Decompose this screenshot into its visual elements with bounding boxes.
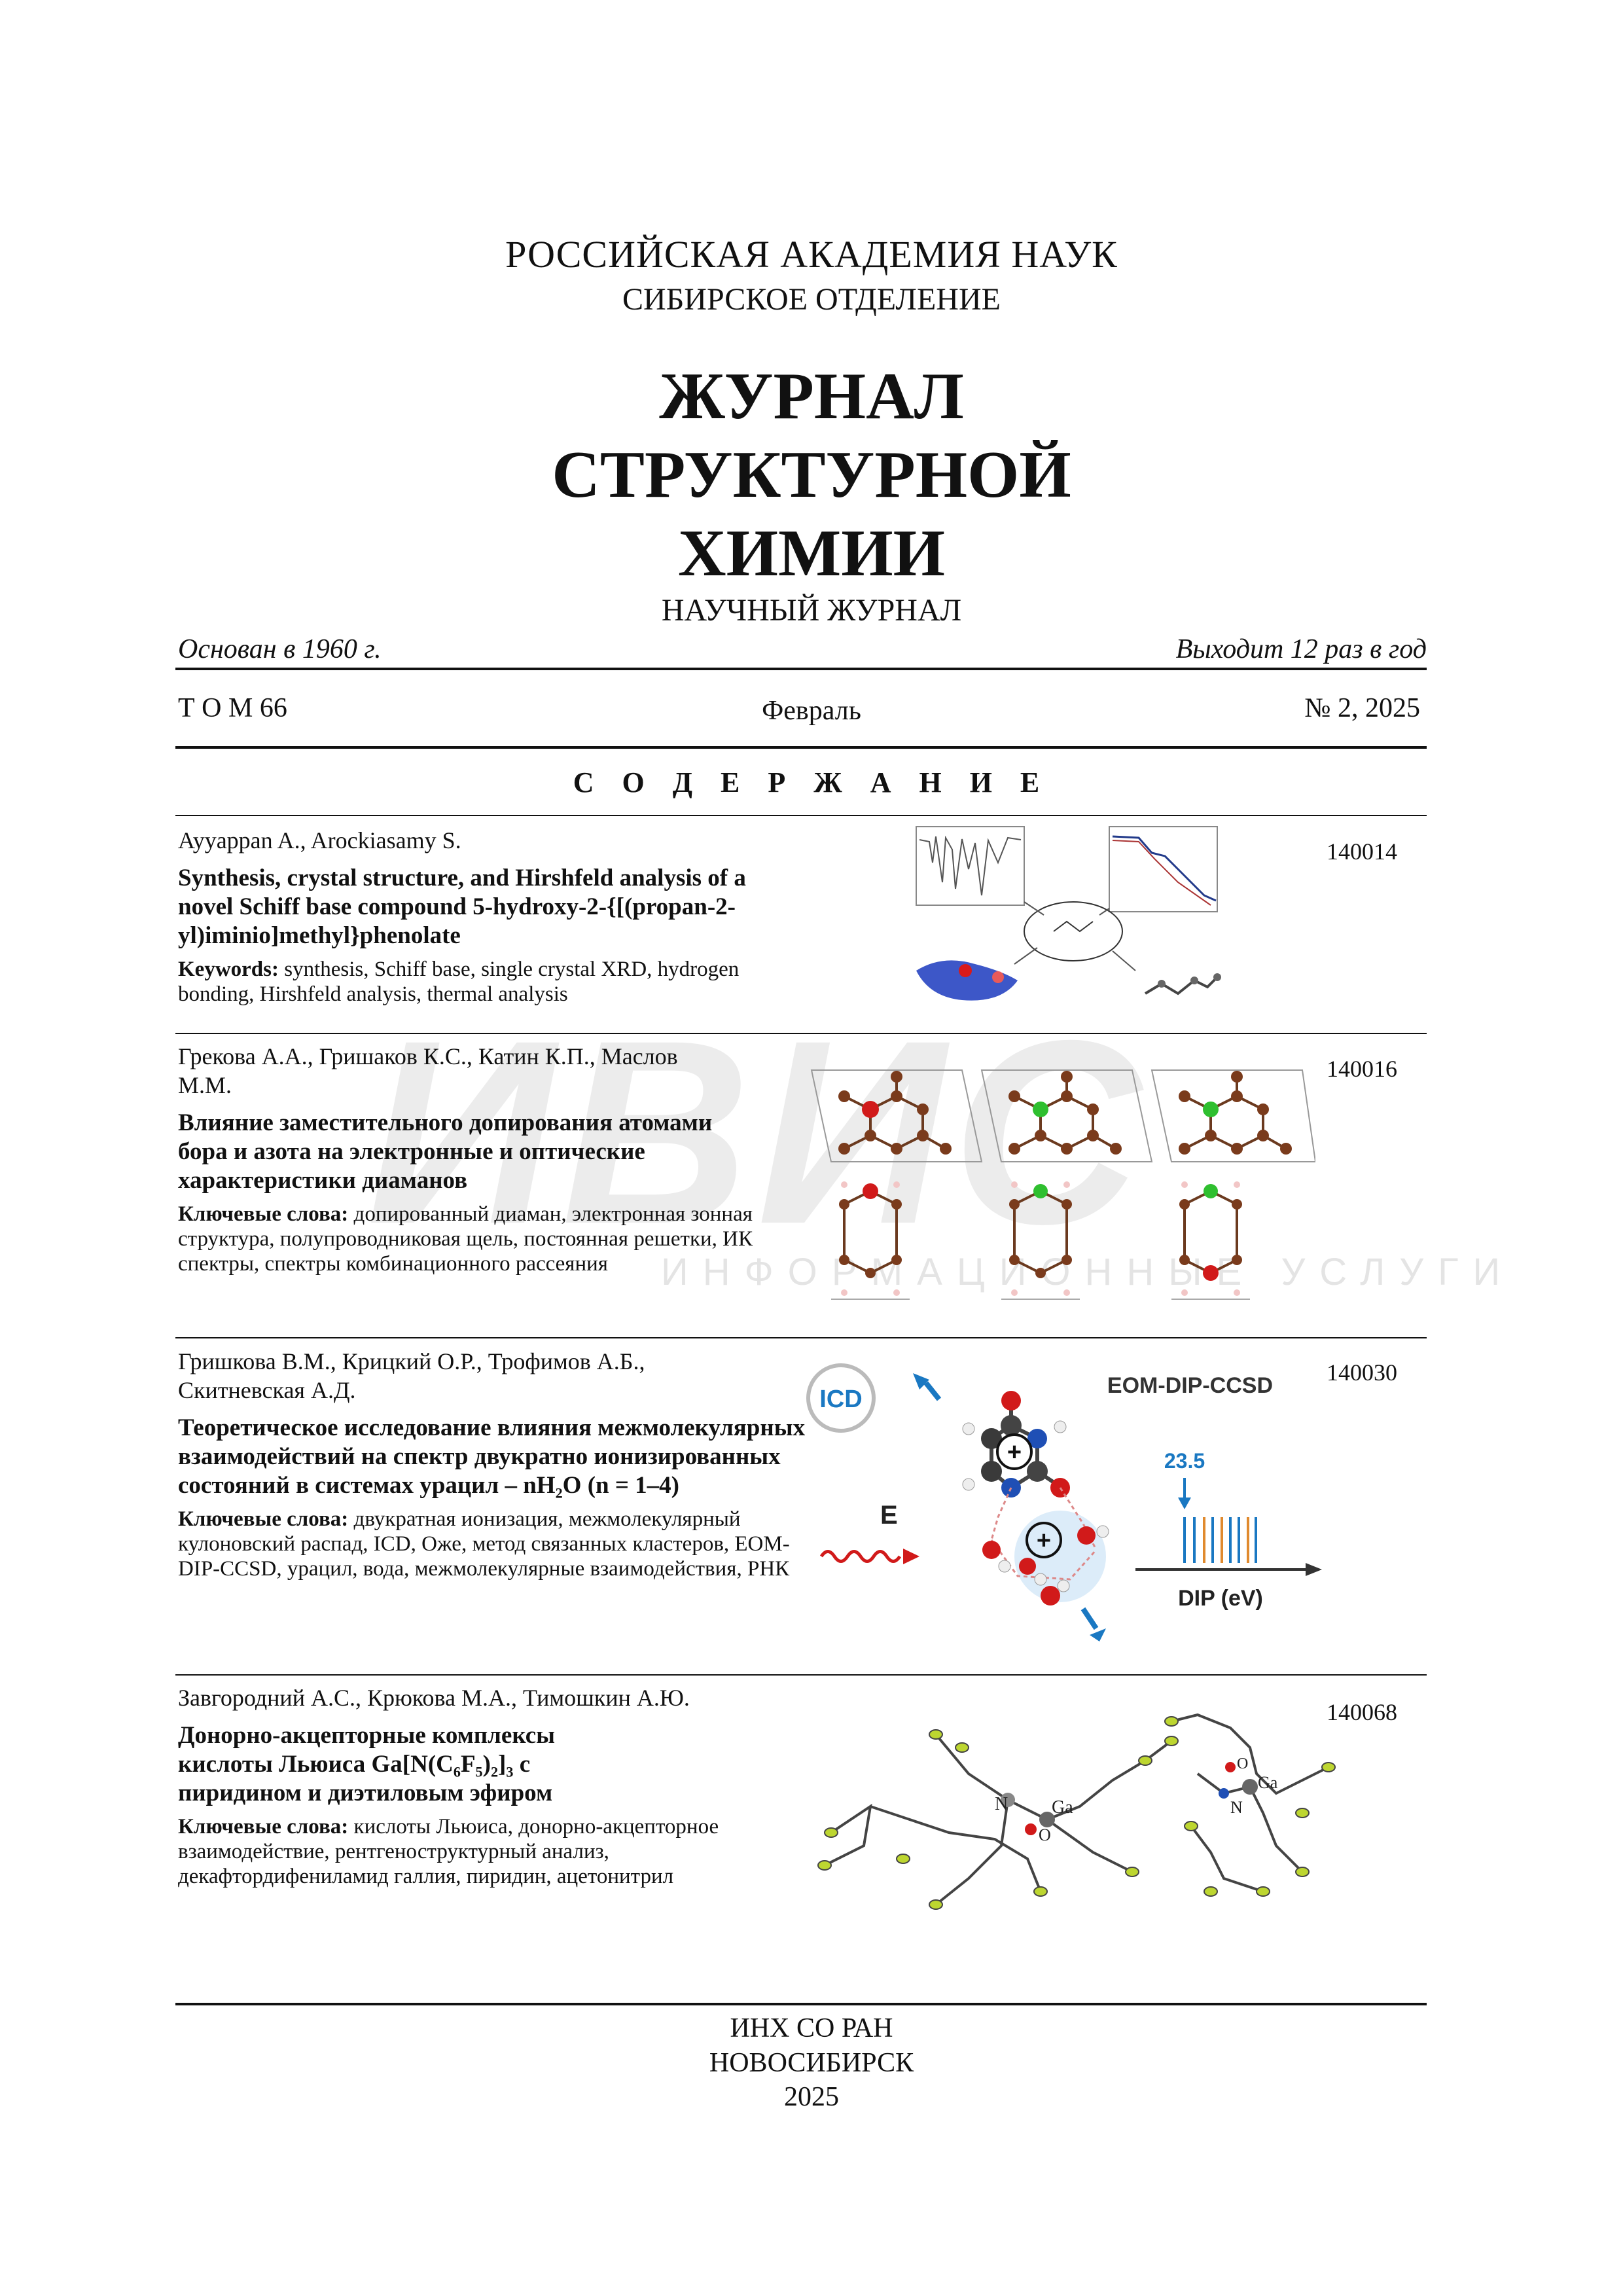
article-2-page: 140016 — [1327, 1056, 1397, 1082]
article-4-title[interactable]: Донорно-акцепторные комплексы кислоты Ль… — [178, 1722, 556, 1806]
article-4-page: 140068 — [1327, 1699, 1397, 1725]
article-2: Грекова А.А., Гришаков К.С., Катин К.П.,… — [178, 1042, 793, 1276]
ga-label-2: Ga — [1258, 1773, 1278, 1792]
rule-2 — [175, 1337, 1427, 1338]
watermark-logo: ИВИС — [366, 986, 1148, 1278]
publication-year: 2025 — [784, 2082, 839, 2112]
article-1-page: 140014 — [1327, 838, 1397, 865]
keywords-label: Ключевые слова: — [178, 1507, 349, 1531]
article-3: Гришкова В.М., Крицкий О.Р., Трофимов А.… — [178, 1347, 805, 1581]
article-4-authors: Завгородний А.С., Крюкова М.А., Тимошкин… — [178, 1685, 690, 1711]
branch-name: СИБИРСКОЕ ОТДЕЛЕНИЕ — [622, 282, 1001, 317]
article-4-graphical-abstract: Ga N O Ga N O — [817, 1713, 1336, 1910]
rule-top — [175, 668, 1427, 670]
article-1-title[interactable]: Synthesis, crystal structure, and Hirshf… — [178, 865, 746, 949]
dip-value: 23.5 — [1164, 1449, 1205, 1473]
rule-1 — [175, 1033, 1427, 1034]
rule-issue — [175, 746, 1427, 749]
method-label: EOM-DIP-CCSD — [1107, 1373, 1273, 1398]
rule-footer — [175, 2003, 1427, 2005]
issue-number: № 2, 2025 — [1304, 693, 1420, 723]
journal-title-line2: СТРУКТУРНОЙ — [552, 438, 1071, 512]
article-2-keywords: Ключевые слова: допированный диаман, эле… — [178, 1202, 753, 1276]
academy-name: РОССИЙСКАЯ АКАДЕМИЯ НАУК — [505, 233, 1118, 276]
article-3-page: 140030 — [1327, 1359, 1397, 1386]
volume-label: Т О М 66 — [178, 693, 287, 723]
o-label-1: O — [1039, 1825, 1051, 1844]
rule-3 — [175, 1674, 1427, 1676]
keywords-label: Keywords: — [178, 958, 279, 981]
rule-contents — [175, 815, 1427, 816]
article-3-keywords: Ключевые слова: двукратная ионизация, ме… — [178, 1507, 790, 1581]
article-4: Завгородний А.С., Крюкова М.А., Тимошкин… — [178, 1683, 793, 1889]
o-label-2: O — [1237, 1755, 1248, 1772]
plus-sign-1: + — [1007, 1439, 1022, 1466]
article-2-authors: Грекова А.А., Гришаков К.С., Катин К.П.,… — [178, 1043, 678, 1098]
icd-badge — [806, 1363, 876, 1433]
frequency-note: Выходит 12 раз в год — [1175, 634, 1427, 664]
n-label-2: N — [1230, 1798, 1243, 1817]
keywords-label: Ключевые слова: — [178, 1202, 349, 1226]
journal-title-line1: ЖУРНАЛ — [659, 359, 964, 433]
publisher-city: НОВОСИБИРСК — [709, 2048, 914, 2078]
dip-axis-label: DIP (eV) — [1178, 1586, 1263, 1611]
article-1-keywords: Keywords: synthesis, Schiff base, single… — [178, 958, 740, 1006]
founded-note: Основан в 1960 г. — [178, 634, 382, 664]
article-3-graphical-abstract: ICD EOM-DIP-CCSD + + E 23.5 — [806, 1363, 1322, 1641]
plus-sign-2: + — [1037, 1527, 1051, 1554]
keywords-label: Ключевые слова: — [178, 1815, 349, 1839]
energy-label: E — [880, 1501, 898, 1530]
journal-subtitle: НАУЧНЫЙ ЖУРНАЛ — [661, 593, 962, 628]
article-1-authors: Ayyappan A., Arockiasamy S. — [178, 827, 461, 853]
n-label-1: N — [995, 1794, 1008, 1814]
publisher: ИНХ СО РАН — [730, 2013, 893, 2043]
article-3-title[interactable]: Теоретическое исследование влияния межмо… — [178, 1414, 806, 1499]
ga-label-1: Ga — [1052, 1797, 1073, 1818]
article-1: Ayyappan A., Arockiasamy S. Synthesis, c… — [178, 826, 793, 1007]
watermark-tagline: ИНФОРМАЦИОННЫЕ УСЛУГИ — [661, 1251, 1515, 1293]
article-3-authors: Гришкова В.М., Крицкий О.Р., Трофимов А.… — [178, 1348, 645, 1403]
issue-month: Февраль — [762, 696, 861, 726]
article-2-graphical-abstract — [810, 1069, 1315, 1300]
contents-heading: С О Д Е Р Ж А Н И Е — [573, 766, 1050, 798]
article-4-keywords: Ключевые слова: кислоты Льюиса, донорно-… — [178, 1815, 719, 1888]
journal-title-line3: ХИМИИ — [678, 516, 945, 590]
icd-label: ICD — [819, 1386, 862, 1413]
article-2-title[interactable]: Влияние заместительного допирования атом… — [178, 1109, 713, 1194]
article-1-graphical-abstract — [916, 826, 1221, 1001]
